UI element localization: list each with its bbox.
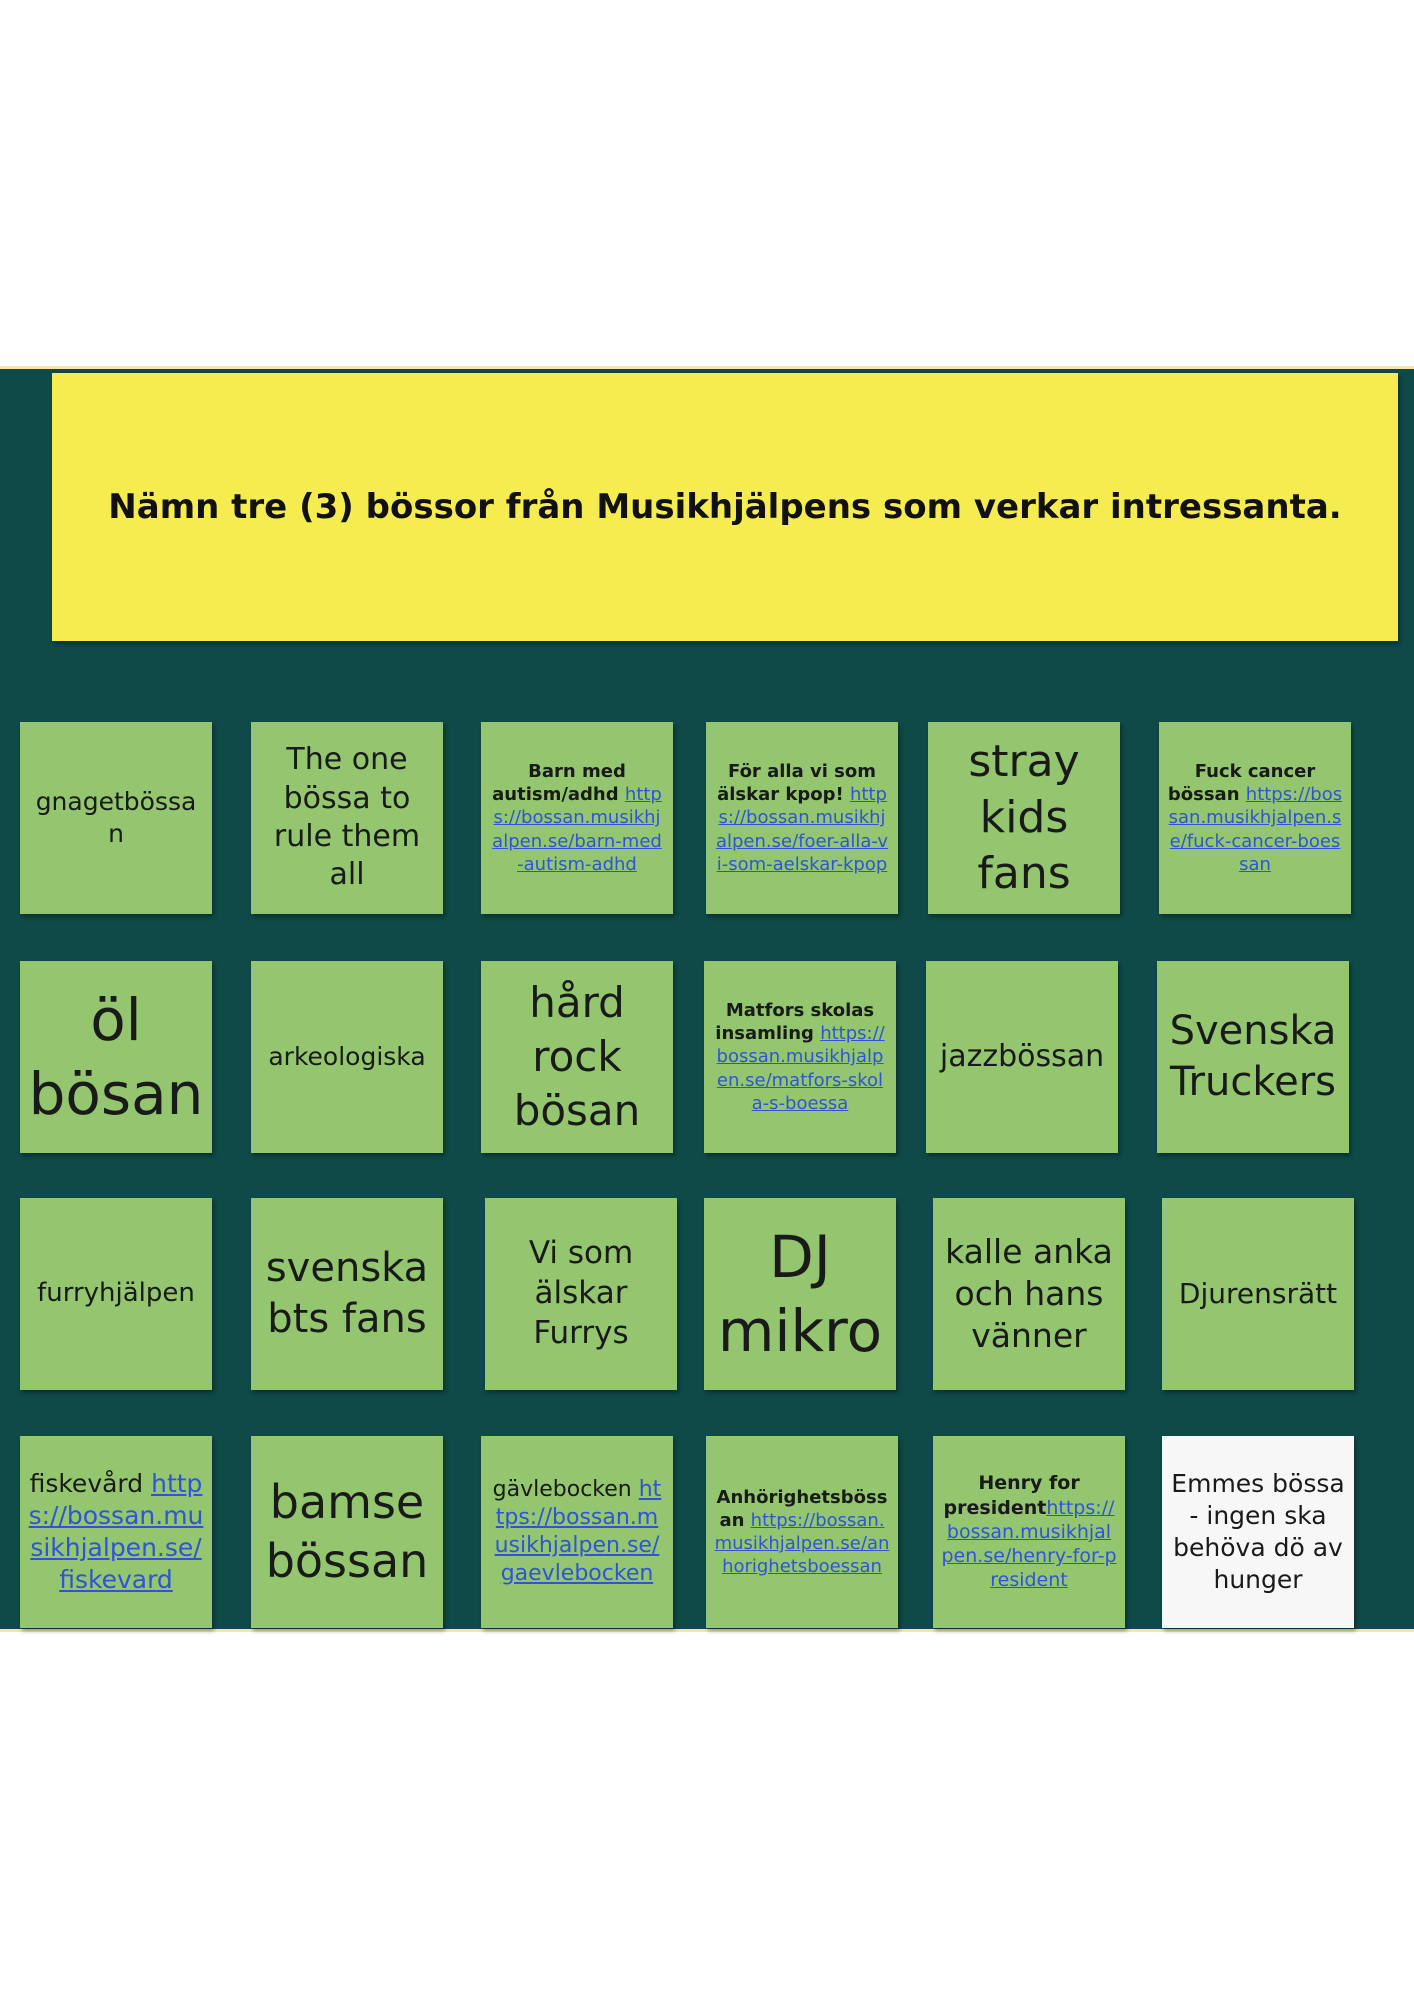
sticky-note[interactable]: hård rock bösan (481, 961, 673, 1153)
sticky-note[interactable]: gnagetbössan (20, 722, 212, 914)
note-link[interactable]: https://bossan.musikhjalpen.se/barn-med-… (492, 784, 662, 875)
note-text: Henry for presidenthttps://bossan.musikh… (941, 1472, 1117, 1592)
note-text: Vi som älskar Furrys (528, 1235, 634, 1351)
sticky-note[interactable]: Djurensrätt (1162, 1198, 1354, 1390)
note-link[interactable]: https://bossan.musikhjalpen.se/foer-alla… (715, 784, 889, 875)
note-text: stray kids fans (968, 735, 1080, 900)
sticky-note[interactable]: Emmes bössa - ingen ska behöva dö av hun… (1162, 1436, 1354, 1628)
note-text: Fuck cancer bössan https://bossan.musikh… (1167, 761, 1343, 875)
board: Nämn tre (3) bössor från Musikhjälpens s… (0, 366, 1414, 1632)
note-text: Svenska Truckers (1169, 1007, 1337, 1105)
sticky-note[interactable]: bamse bössan (251, 1436, 443, 1628)
note-text: bamse bössan (265, 1475, 429, 1588)
sticky-note[interactable]: fiskevård https://bossan.musikhjalpen.se… (20, 1436, 212, 1628)
note-text: fiskevård https://bossan.musikhjalpen.se… (28, 1469, 204, 1594)
note-text: kalle anka och hans vänner (945, 1231, 1113, 1356)
sticky-note[interactable]: Vi som älskar Furrys (485, 1198, 677, 1390)
note-text: jazzbössan (939, 1038, 1105, 1074)
note-text: gnagetbössan (35, 787, 197, 848)
header-note: Nämn tre (3) bössor från Musikhjälpens s… (52, 373, 1398, 641)
note-text: DJ mikro (717, 1222, 883, 1365)
note-link[interactable]: https://bossan.musikhjalpen.se/gaevleboc… (494, 1476, 662, 1587)
note-text: arkeologiska (268, 1042, 426, 1071)
note-link[interactable]: https://bossan.musikhjalpen.se/henry-for… (941, 1496, 1117, 1592)
sticky-note[interactable]: DJ mikro (704, 1198, 896, 1390)
sticky-note[interactable]: jazzbössan (926, 961, 1118, 1153)
page-title: Nämn tre (3) bössor från Musikhjälpens s… (108, 487, 1342, 527)
note-text: För alla vi som älskar kpop! https://bos… (715, 761, 889, 875)
note-text: furryhjälpen (37, 1278, 195, 1309)
note-link[interactable]: https://bossan.musikhjalpen.se/fuck-canc… (1168, 784, 1343, 875)
sticky-note[interactable]: svenska bts fans (251, 1198, 443, 1390)
sticky-note[interactable]: Fuck cancer bössan https://bossan.musikh… (1159, 722, 1351, 914)
sticky-note[interactable]: Matfors skolas insamling https://bossan.… (704, 961, 896, 1153)
sticky-note[interactable]: gävlebocken https://bossan.musikhjalpen.… (481, 1436, 673, 1628)
sticky-note[interactable]: Barn med autism/adhd https://bossan.musi… (481, 722, 673, 914)
sticky-note[interactable]: furryhjälpen (20, 1198, 212, 1390)
note-text: gävlebocken https://bossan.musikhjalpen.… (492, 1476, 662, 1587)
sticky-note[interactable]: Anhörighetsbössan https://bossan.musikhj… (706, 1436, 898, 1628)
note-link[interactable]: https://bossan.musikhjalpen.se/matfors-s… (716, 1023, 885, 1114)
note-text: öl bösan (28, 985, 204, 1128)
note-text: Emmes bössa - ingen ska behöva dö av hun… (1171, 1469, 1345, 1594)
note-text: Barn med autism/adhd https://bossan.musi… (492, 761, 662, 875)
sticky-note[interactable]: Svenska Truckers (1157, 961, 1349, 1153)
note-text: hård rock bösan (513, 978, 641, 1135)
note-text: Anhörighetsbössan https://bossan.musikhj… (714, 1486, 890, 1578)
note-link[interactable]: https://bossan.musikhjalpen.se/anhorighe… (714, 1509, 890, 1578)
sticky-note[interactable]: kalle anka och hans vänner (933, 1198, 1125, 1390)
sticky-note[interactable]: arkeologiska (251, 961, 443, 1153)
note-text: svenska bts fans (265, 1244, 429, 1342)
note-text: The one bössa to rule them all (273, 742, 421, 893)
sticky-note[interactable]: stray kids fans (928, 722, 1120, 914)
note-text: Matfors skolas insamling https://bossan.… (715, 1000, 885, 1114)
note-link[interactable]: https://bossan.musikhjalpen.se/fiskevard (28, 1469, 204, 1594)
sticky-note[interactable]: The one bössa to rule them all (251, 722, 443, 914)
sticky-note[interactable]: öl bösan (20, 961, 212, 1153)
note-text: Djurensrätt (1178, 1277, 1338, 1311)
sticky-note[interactable]: För alla vi som älskar kpop! https://bos… (706, 722, 898, 914)
sticky-note[interactable]: Henry for presidenthttps://bossan.musikh… (933, 1436, 1125, 1628)
